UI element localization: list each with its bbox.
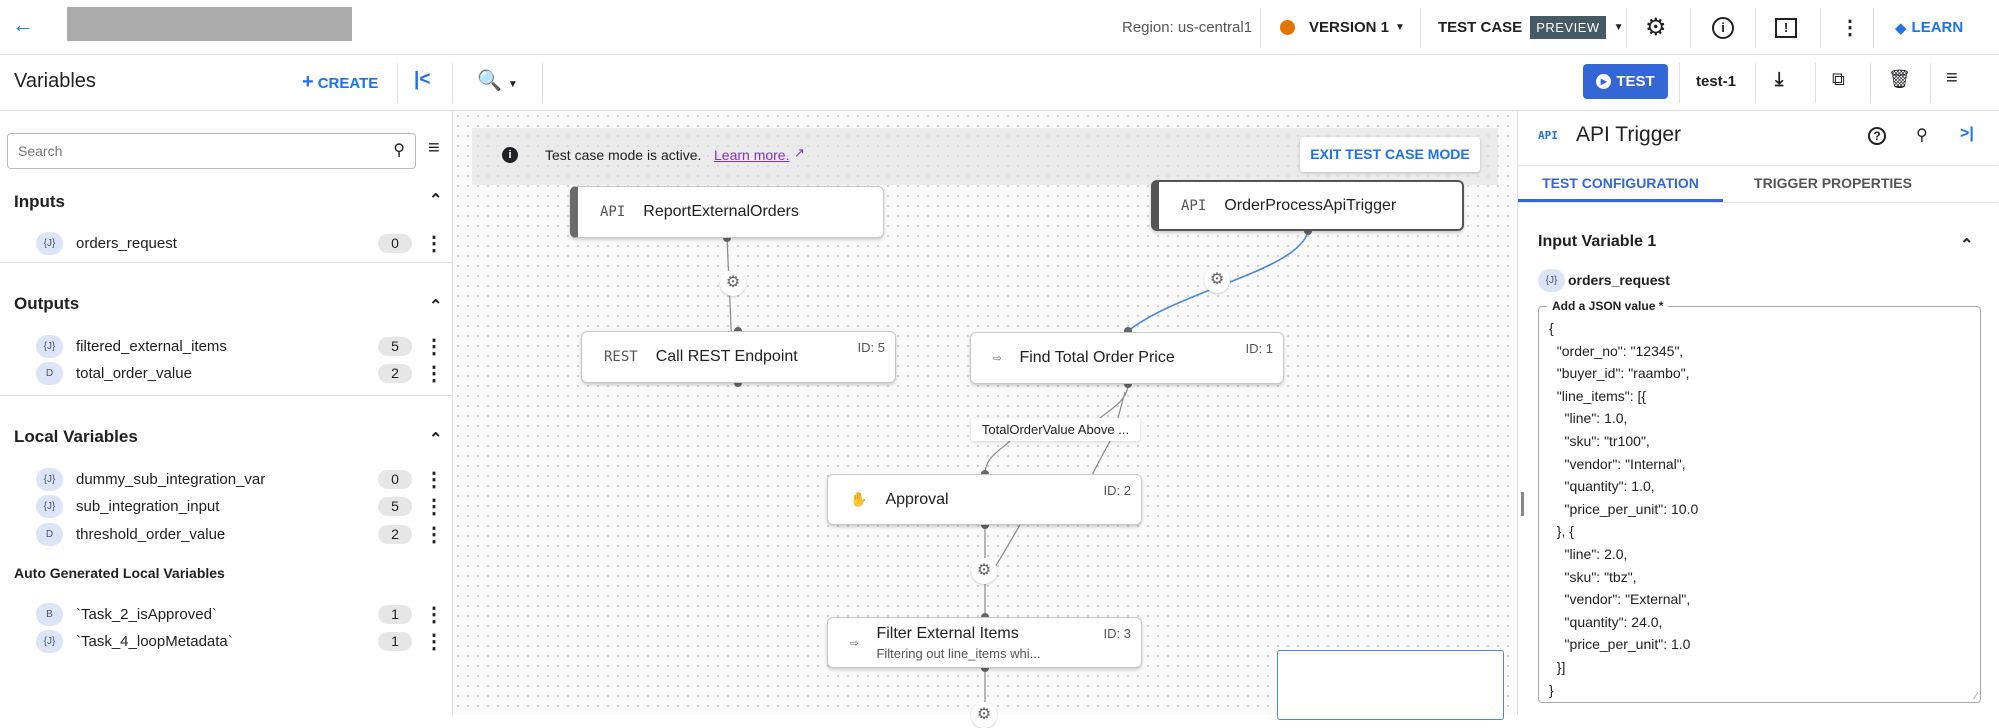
close-panel-icon[interactable]: >| xyxy=(1960,125,1974,142)
section-inputs-title: Inputs xyxy=(14,192,65,211)
minimap[interactable] xyxy=(1277,650,1504,720)
menu-lines-icon[interactable]: ≡ xyxy=(1946,67,1958,89)
tab-trigger-properties[interactable]: TRIGGER PROPERTIES xyxy=(1754,175,1912,191)
search-icon: ⚲ xyxy=(393,142,405,159)
plus-icon: + xyxy=(302,71,314,93)
edge-condition-label[interactable]: TotalOrderValue Above ... xyxy=(971,418,1140,441)
json-type-icon: {J} xyxy=(36,335,63,358)
collapse-chevron-icon[interactable]: ⌃ xyxy=(429,298,443,315)
version-status-dot xyxy=(1280,20,1295,35)
learn-more-link[interactable]: Learn more. xyxy=(714,147,790,163)
back-arrow-icon[interactable]: ← xyxy=(12,12,34,37)
help-icon[interactable]: ? xyxy=(1868,127,1886,145)
panel-title: API Trigger xyxy=(1576,123,1682,146)
school-icon: ◆ xyxy=(1895,19,1907,37)
double-type-icon: D xyxy=(36,362,63,385)
json-type-icon: {J} xyxy=(1538,269,1565,292)
divider xyxy=(0,262,452,263)
edge xyxy=(984,440,1011,475)
panel-resize-handle[interactable] xyxy=(1521,492,1524,516)
section-local-variables-title: Local Variables xyxy=(14,427,138,446)
edge xyxy=(1127,230,1309,332)
learn-button[interactable]: ◆LEARN xyxy=(1895,19,1964,37)
usage-count-badge: 0 xyxy=(378,234,412,253)
pin-icon[interactable]: ⚲ xyxy=(1916,127,1928,144)
collapse-chevron-icon[interactable]: ⌃ xyxy=(429,431,443,448)
test-case-name[interactable]: test-1 xyxy=(1696,73,1737,90)
download-icon[interactable]: ⤓ xyxy=(1775,69,1784,90)
zoom-icon[interactable]: 🔍▼ xyxy=(477,70,518,92)
tab-test-configuration[interactable]: TEST CONFIGURATION xyxy=(1518,166,1723,202)
section-title: Input Variable 1 xyxy=(1538,233,1657,250)
gear-icon[interactable]: ⚙ xyxy=(971,558,997,584)
divider xyxy=(0,395,452,396)
api-trigger-panel: API API Trigger ? ⚲ >| TEST CONFIGURATIO… xyxy=(1517,111,1999,715)
delete-icon[interactable]: 🗑 xyxy=(1888,69,1911,89)
api-icon: API xyxy=(600,204,626,220)
json-type-icon: {J} xyxy=(36,232,63,255)
collapse-panel-icon[interactable]: |< xyxy=(414,69,431,90)
caret-down-icon: ▼ xyxy=(1613,22,1624,33)
create-variable-button[interactable]: +CREATE xyxy=(302,71,379,93)
json-value-textarea[interactable]: Add a JSON value * { "order_no": "12345"… xyxy=(1538,299,1981,703)
search-input[interactable]: Search ⚲ xyxy=(7,133,416,169)
rest-icon: REST xyxy=(604,349,638,365)
gear-icon[interactable]: ⚙ xyxy=(720,270,746,296)
redacted-title xyxy=(67,7,352,41)
collapse-chevron-icon[interactable]: ⌃ xyxy=(1960,237,1974,254)
external-link-icon: ↗ xyxy=(794,145,805,160)
toolbar: Variables +CREATE |< 🔍▼ ▶TEST test-1 ⤓ ⧉… xyxy=(0,55,1999,111)
variables-title: Variables xyxy=(14,70,96,92)
sort-filter-icon[interactable]: ≡ xyxy=(428,137,440,159)
more-vert-icon[interactable]: ⋮ xyxy=(1840,17,1860,39)
info-filled-icon: i xyxy=(502,147,518,163)
api-icon: API xyxy=(1181,197,1207,214)
resize-handle-icon[interactable]: ∕ xyxy=(1975,691,1977,702)
edge xyxy=(1099,383,1129,419)
data-mapping-icon: ⇨ xyxy=(993,350,1002,366)
top-bar: ← Region: us-central1 VERSION 1▼ TEST CA… xyxy=(0,0,1999,55)
settings-gear-icon[interactable]: ⚙ xyxy=(1645,14,1667,41)
feedback-icon[interactable]: ! xyxy=(1775,0,1797,55)
variable-name: orders_request xyxy=(1568,272,1670,288)
test-mode-banner: i Test case mode is active. Learn more. … xyxy=(472,128,1498,185)
api-icon: API xyxy=(1538,129,1558,142)
hand-icon: ✋ xyxy=(850,491,868,508)
copy-icon[interactable]: ⧉ xyxy=(1832,69,1845,89)
section-outputs-title: Outputs xyxy=(14,294,80,313)
region-label: Region: us-central1 xyxy=(1122,19,1253,36)
gear-icon[interactable]: ⚙ xyxy=(1204,267,1230,293)
test-button[interactable]: ▶TEST xyxy=(1583,64,1668,99)
preview-badge: PREVIEW xyxy=(1530,16,1606,39)
exit-test-case-mode-button[interactable]: EXIT TEST CASE MODE xyxy=(1300,137,1480,172)
section-auto-generated-title: Auto Generated Local Variables xyxy=(14,565,225,581)
test-case-dropdown[interactable]: TEST CASE PREVIEW ▼ xyxy=(1438,0,1624,55)
info-icon[interactable]: i xyxy=(1712,0,1734,55)
play-icon: ▶ xyxy=(1596,74,1612,89)
edge xyxy=(1117,391,1126,419)
caret-down-icon: ▼ xyxy=(1395,22,1405,33)
data-mapping-icon: ⇨ xyxy=(850,634,859,651)
gear-icon[interactable]: ⚙ xyxy=(971,702,997,728)
version-dropdown[interactable]: VERSION 1▼ xyxy=(1280,0,1405,55)
collapse-chevron-icon[interactable]: ⌃ xyxy=(429,192,443,209)
